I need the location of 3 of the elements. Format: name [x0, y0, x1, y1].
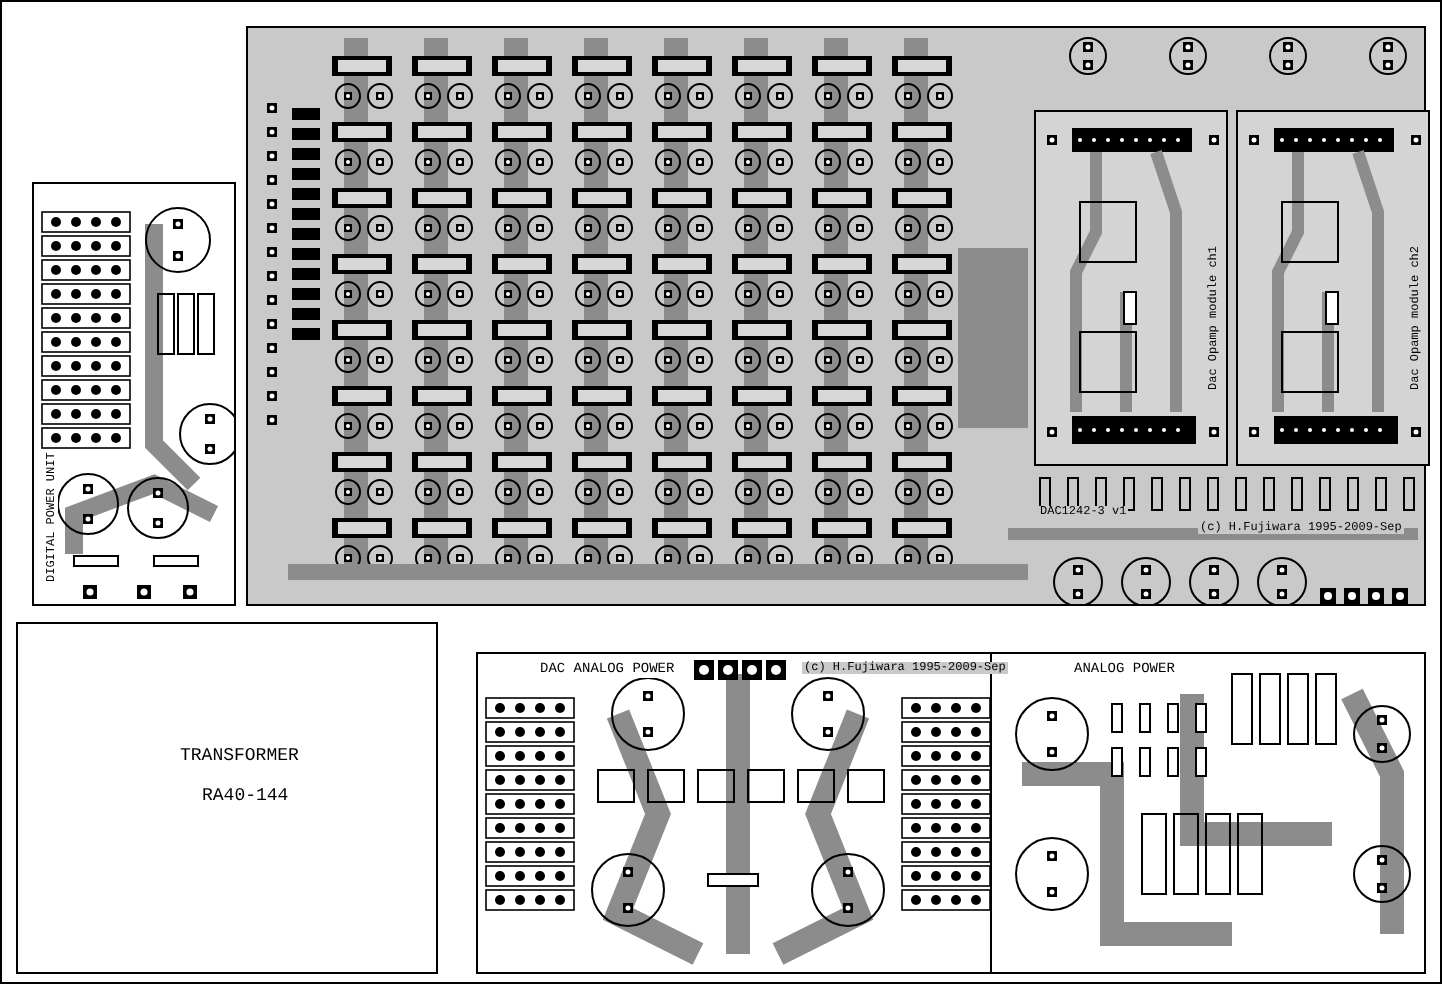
board-title: TRANSFORMER [178, 748, 301, 766]
board-title: RA40-144 [200, 788, 291, 806]
circuit-board [16, 622, 438, 974]
